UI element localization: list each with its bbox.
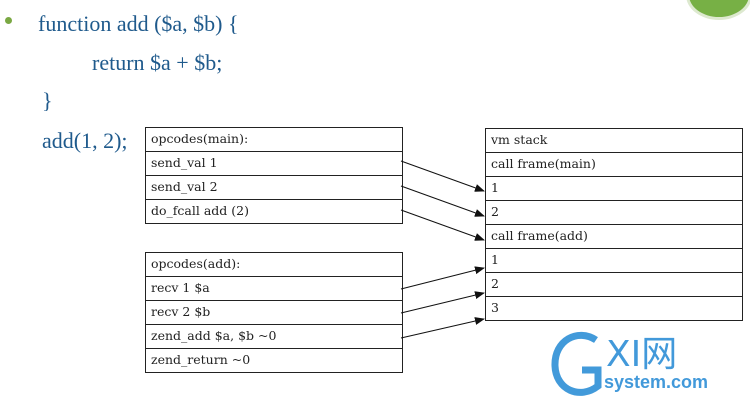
- opcodes-add-row: recv 1 $a: [146, 277, 402, 301]
- svg-text:XI网: XI网: [606, 334, 677, 375]
- vm-stack-slot: 2: [486, 273, 742, 297]
- opcodes-main-header: opcodes(main):: [146, 128, 402, 152]
- arrow-recv-2: [400, 291, 485, 314]
- vm-stack-slot: 1: [486, 177, 742, 201]
- arrow-recv-1: [400, 266, 485, 290]
- vm-stack-slot: 2: [486, 201, 742, 225]
- arrow-send-val-2: [400, 185, 485, 217]
- arrow-do-fcall: [400, 209, 485, 241]
- site-watermark-logo: XI网 system.com: [551, 331, 708, 396]
- vm-stack-slot: 3: [486, 297, 742, 321]
- opcodes-main-table: opcodes(main): send_val 1 send_val 2 do_…: [145, 127, 403, 224]
- bullet-dot: [5, 17, 12, 24]
- opcodes-add-header: opcodes(add):: [146, 253, 402, 277]
- vm-stack-frame-main: call frame(main): [486, 153, 742, 177]
- code-line-close-brace: }: [42, 88, 53, 113]
- code-line-function: function add ($a, $b) {: [38, 11, 239, 36]
- vm-stack-table: vm stack call frame(main) 1 2 call frame…: [485, 128, 743, 321]
- opcodes-main-row: send_val 2: [146, 176, 402, 200]
- opcodes-add-table: opcodes(add): recv 1 $a recv 2 $b zend_a…: [145, 252, 403, 373]
- opcodes-add-row: zend_return ~0: [146, 349, 402, 373]
- vm-stack-header: vm stack: [486, 129, 742, 153]
- arrow-send-val-1: [400, 160, 485, 192]
- code-line-return: return $a + $b;: [92, 50, 223, 75]
- vm-stack-slot: 1: [486, 249, 742, 273]
- svg-text:system.com: system.com: [604, 372, 708, 392]
- opcodes-add-row: zend_add $a, $b ~0: [146, 325, 402, 349]
- vm-stack-frame-add: call frame(add): [486, 225, 742, 249]
- code-line-call: add(1, 2);: [42, 128, 128, 153]
- opcodes-main-row: do_fcall add (2): [146, 200, 402, 224]
- arrow-zend-add: [400, 317, 485, 339]
- opcodes-main-row: send_val 1: [146, 152, 402, 176]
- opcodes-add-row: recv 2 $b: [146, 301, 402, 325]
